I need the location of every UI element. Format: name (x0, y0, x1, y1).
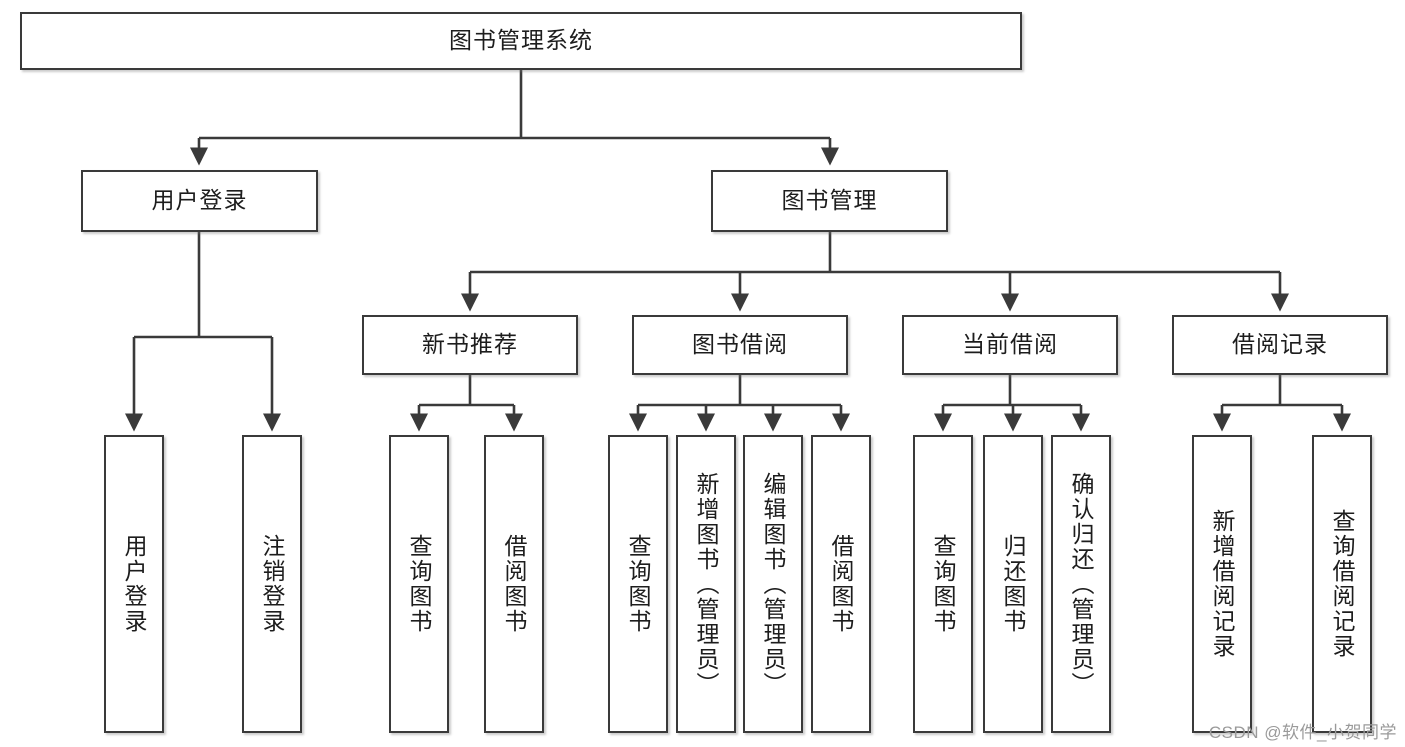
node-add-book-admin[interactable]: 新增图书（管理员） (676, 435, 736, 733)
node-label: 图书借阅 (692, 331, 788, 358)
watermark-text: CSDN @软件_小贺同学 (1208, 723, 1397, 742)
node-confirm-return-admin[interactable]: 确认归还（管理员） (1051, 435, 1111, 733)
node-label: 当前借阅 (962, 331, 1058, 358)
node-user-login-leaf[interactable]: 用户登录 (104, 435, 164, 733)
node-edit-book-admin[interactable]: 编辑图书（管理员） (743, 435, 803, 733)
node-label: 注销登录 (259, 534, 286, 634)
node-label: 确认归还（管理员） (1068, 471, 1095, 697)
node-label: 借阅记录 (1232, 331, 1328, 358)
node-book-borrow[interactable]: 图书借阅 (632, 315, 848, 375)
node-borrow-record[interactable]: 借阅记录 (1172, 315, 1388, 375)
node-label: 归还图书 (1000, 534, 1027, 634)
node-root-system[interactable]: 图书管理系统 (20, 12, 1022, 70)
node-label: 借阅图书 (828, 534, 855, 634)
node-label: 新书推荐 (422, 331, 518, 358)
node-label: 图书管理系统 (449, 27, 593, 54)
node-query-book-1[interactable]: 查询图书 (389, 435, 449, 733)
node-borrow-book-1[interactable]: 借阅图书 (484, 435, 544, 733)
node-query-book-2[interactable]: 查询图书 (608, 435, 668, 733)
node-label: 用户登录 (121, 534, 148, 634)
node-label: 查询图书 (406, 534, 433, 634)
node-query-borrow-record[interactable]: 查询借阅记录 (1312, 435, 1372, 733)
node-user-login[interactable]: 用户登录 (81, 170, 318, 232)
node-logout-leaf[interactable]: 注销登录 (242, 435, 302, 733)
node-label: 新增借阅记录 (1209, 509, 1236, 659)
node-book-management[interactable]: 图书管理 (711, 170, 948, 232)
node-label: 用户登录 (151, 187, 248, 214)
node-label: 新增图书（管理员） (693, 471, 720, 697)
node-label: 查询图书 (930, 534, 957, 634)
node-add-borrow-record[interactable]: 新增借阅记录 (1192, 435, 1252, 733)
node-current-borrow[interactable]: 当前借阅 (902, 315, 1118, 375)
node-label: 编辑图书（管理员） (760, 471, 787, 697)
node-borrow-book-2[interactable]: 借阅图书 (811, 435, 871, 733)
node-query-book-3[interactable]: 查询图书 (913, 435, 973, 733)
node-return-book[interactable]: 归还图书 (983, 435, 1043, 733)
node-label: 查询图书 (625, 534, 652, 634)
node-label: 图书管理 (781, 187, 878, 214)
node-new-book-recommend[interactable]: 新书推荐 (362, 315, 578, 375)
node-label: 查询借阅记录 (1329, 509, 1356, 659)
node-label: 借阅图书 (501, 534, 528, 634)
